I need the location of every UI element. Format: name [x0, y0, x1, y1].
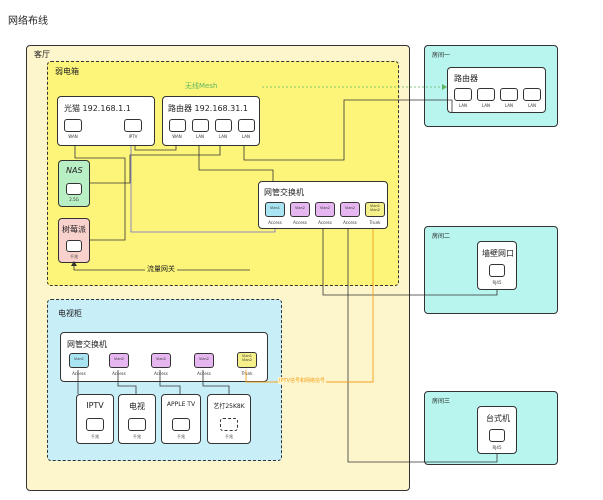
- room1-port: [500, 88, 518, 101]
- iptv-port: [86, 418, 104, 431]
- tv-cabinet-label: 电视柜: [58, 309, 82, 318]
- iptv-signal-label: IPTV信号和网络信号: [278, 377, 326, 384]
- switch-port-mode: Access: [343, 220, 357, 225]
- switch-port-mode: Access: [154, 371, 168, 376]
- room2-device-label: 墙壁网口: [482, 249, 514, 258]
- iptv-device: IPTV 千兆: [76, 394, 114, 444]
- modem-iptv-port: [124, 119, 142, 132]
- room1-port-label: LAN: [527, 103, 537, 108]
- switch-port-mode: Trunk: [369, 220, 381, 225]
- switch-port-vlan2: Vlan2: [290, 202, 310, 217]
- switch-port-mode: Access: [268, 220, 282, 225]
- raspberry-port-label: 千兆: [70, 254, 78, 259]
- page-title: 网络布线: [8, 16, 48, 27]
- raspberry-port: [66, 240, 82, 252]
- room1-label: 房间一: [432, 52, 451, 59]
- optical-modem: 光猫 192.168.1.1 WAN IPTV: [57, 96, 155, 146]
- router-port-label: LAN: [195, 134, 205, 139]
- switch-port-trunk: Vlan1 Vlan2: [237, 352, 257, 368]
- switch-port-vlan2: Vlan2: [340, 202, 360, 217]
- room2-label: 房间二: [432, 233, 451, 240]
- room2-port-label: RJ45: [492, 280, 502, 285]
- room3-port-label: RJ45: [492, 445, 502, 450]
- room3-port: [489, 429, 505, 442]
- router-port: [169, 119, 186, 132]
- switch-port-mode: Access: [318, 220, 332, 225]
- switch-port-vlan1: Vlan1: [265, 202, 285, 217]
- switch-box-label: 网管交换机: [264, 188, 304, 197]
- nas-port-label: 2.5G: [69, 197, 79, 202]
- player-device: 艺打25K8K 千兆: [207, 394, 251, 444]
- traffic-gateway-label: 流量网关: [145, 264, 177, 274]
- router-port: [192, 119, 209, 132]
- tv-label: 电视: [129, 402, 145, 411]
- room1-port-label: LAN: [481, 103, 491, 108]
- switch-port-vlan1: Vlan1: [69, 353, 89, 368]
- router-port-label: WAN: [172, 134, 182, 139]
- managed-switch-tv: 网管交换机 Vlan1 Access Vlan2 Access Vlan2 Ac…: [60, 332, 268, 382]
- switch-port-vlan2: Vlan2: [194, 353, 214, 368]
- room2-wall-port: 墙壁网口 RJ45: [477, 241, 517, 290]
- switch-tv-label: 网管交换机: [67, 340, 107, 349]
- modem-iptv-label: IPTV: [128, 134, 138, 139]
- room3-label: 房间三: [432, 398, 451, 405]
- iptv-label: IPTV: [86, 401, 104, 410]
- switch-port-mode: Trunk: [241, 371, 253, 376]
- apple-tv-label: APPLE TV: [166, 401, 196, 408]
- switch-port-mode: Access: [197, 371, 211, 376]
- modem-wan-label: WAN: [68, 134, 78, 139]
- room1-router: 路由器 LAN LAN LAN LAN: [447, 67, 546, 113]
- router-port-label: LAN: [218, 134, 228, 139]
- managed-switch-box: 网管交换机 Vlan1 Access Vlan2 Access Vlan2 Ac…: [258, 181, 388, 229]
- switch-port-mode: Access: [293, 220, 307, 225]
- switch-port-vlan2: Vlan2: [151, 353, 171, 368]
- switch-port-mode: Access: [72, 371, 86, 376]
- raspberry-pi-device: 树莓派 千兆: [58, 218, 90, 263]
- weak-box-label: 弱电箱: [55, 67, 79, 76]
- iptv-port-label: 千兆: [91, 434, 99, 439]
- switch-port-vlan2: Vlan2: [315, 202, 335, 217]
- player-label: 艺打25K8K: [213, 403, 245, 410]
- room3-desktop: 台式机 RJ45: [477, 406, 517, 454]
- modem-wan-port: [64, 119, 82, 132]
- router-port: [215, 119, 232, 132]
- router-port-label: LAN: [241, 134, 251, 139]
- switch-port-vlan2: Vlan2: [109, 353, 129, 368]
- mesh-label: 无线Mesh: [185, 82, 218, 90]
- player-port: [220, 418, 238, 431]
- switch-port-mode: Access: [112, 371, 126, 376]
- tv-device: 电视 千兆: [118, 394, 156, 444]
- apple-tv-port: [172, 418, 190, 431]
- room1-router-label: 路由器: [454, 74, 478, 83]
- room2-port: [489, 264, 505, 277]
- room1-port-label: LAN: [458, 103, 468, 108]
- router-port: [238, 119, 255, 132]
- room1-port-label: LAN: [504, 103, 514, 108]
- nas-port: [66, 183, 82, 195]
- nas-device: NAS 2.5G: [58, 160, 90, 207]
- tv-port-label: 千兆: [133, 434, 141, 439]
- apple-tv-device: APPLE TV 千兆: [161, 394, 201, 444]
- main-router-label: 路由器 192.168.31.1: [168, 104, 248, 113]
- apple-tv-port-label: 千兆: [177, 434, 185, 439]
- room1-port: [523, 88, 541, 101]
- raspberry-label: 树莓派: [62, 225, 86, 234]
- room1-port: [477, 88, 495, 101]
- optical-modem-label: 光猫 192.168.1.1: [64, 104, 131, 113]
- living-room-label: 客厅: [34, 50, 50, 59]
- tv-port: [128, 418, 146, 431]
- main-router: 路由器 192.168.31.1 WAN LAN LAN LAN: [162, 96, 260, 146]
- room3-device-label: 台式机: [486, 414, 510, 423]
- switch-port-trunk: Vlan1 Vlan2: [365, 202, 385, 217]
- player-port-label: 千兆: [225, 434, 233, 439]
- nas-label: NAS: [66, 166, 83, 175]
- room1-port: [454, 88, 472, 101]
